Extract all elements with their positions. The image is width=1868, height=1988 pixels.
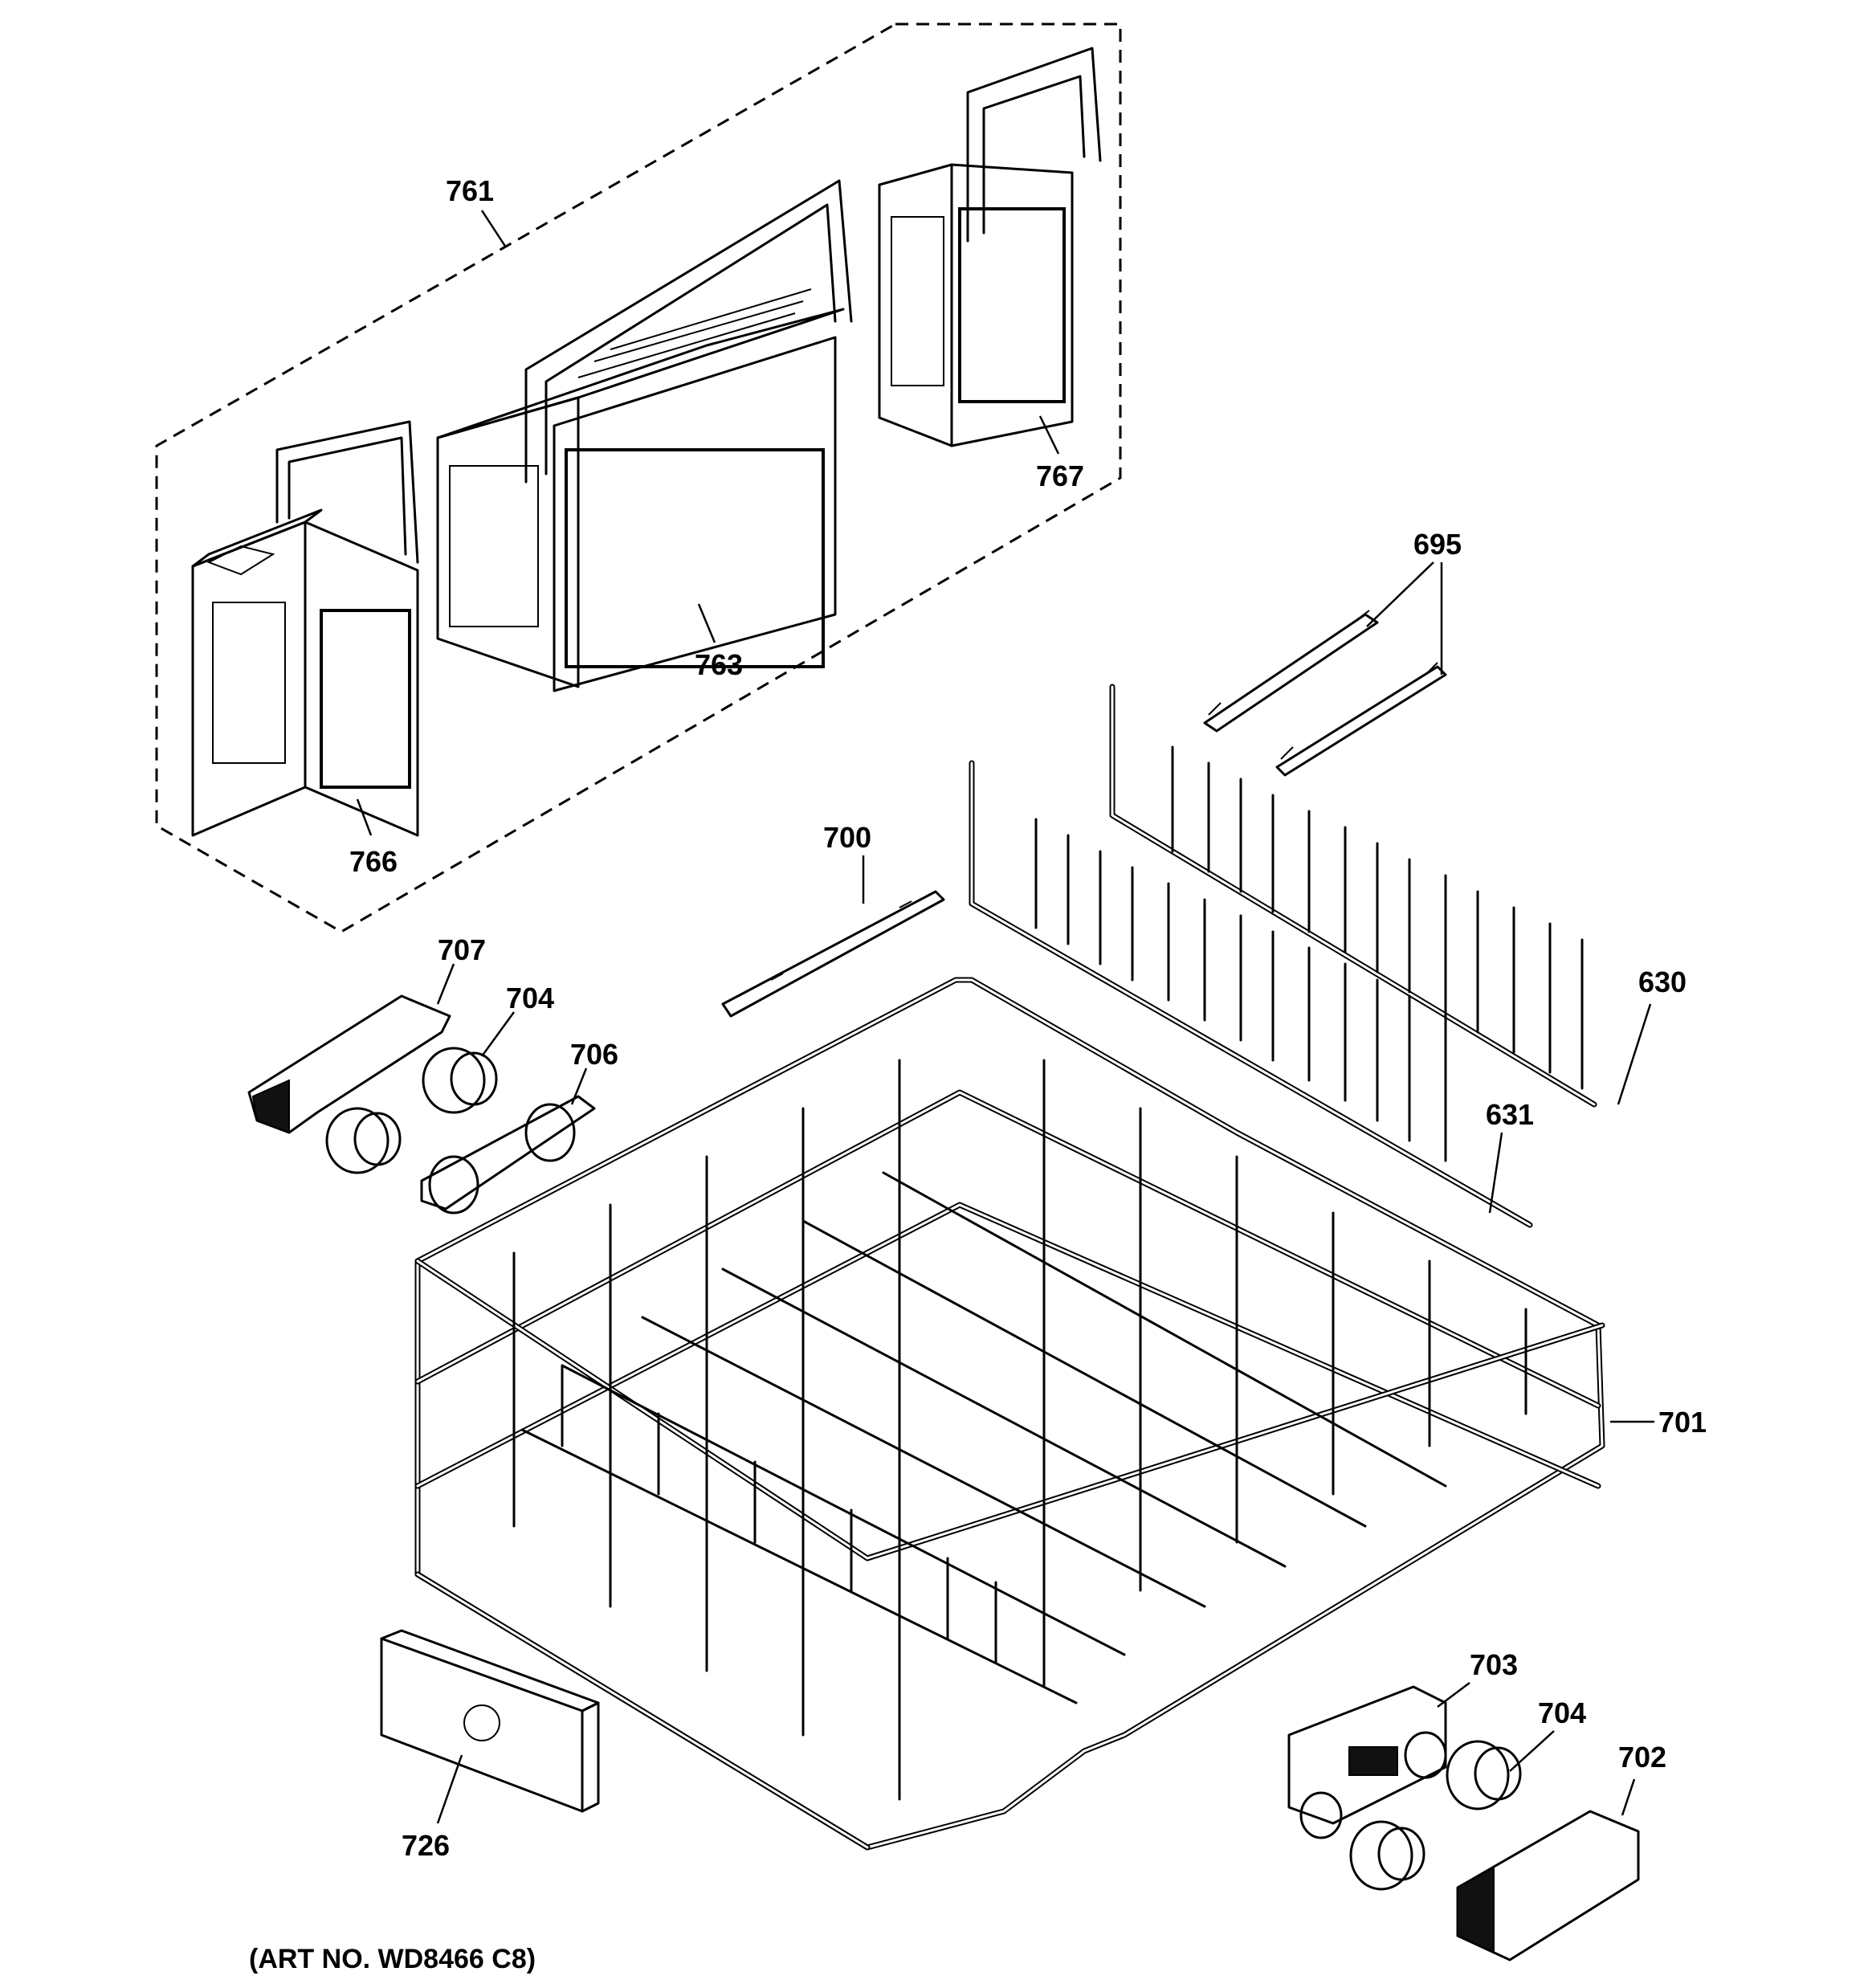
callout-763: 763 [695,648,743,681]
callout-631: 631 [1486,1098,1534,1131]
bracket-700[interactable] [721,890,945,1018]
nameplate-726[interactable] [380,1629,600,1813]
clip-695[interactable] [1203,610,1447,777]
basket-767[interactable] [878,47,1102,447]
basket-763[interactable] [436,179,853,692]
callout-695: 695 [1413,528,1462,561]
tine-row-631[interactable] [969,760,1533,1228]
callout-701: 701 [1658,1406,1707,1439]
callout-704-right: 704 [1538,1696,1586,1729]
callout-700: 700 [823,821,871,854]
callout-761: 761 [446,174,494,207]
basket-766[interactable] [191,420,419,837]
lower-rack-701[interactable] [414,977,1605,1851]
callout-702: 702 [1618,1741,1666,1774]
callout-766: 766 [349,845,398,878]
callout-767: 767 [1036,459,1084,492]
end-cap-702[interactable] [1456,1810,1640,1961]
tine-row-630[interactable] [1109,684,1597,1108]
callout-706: 706 [570,1038,618,1071]
callout-630: 630 [1638,965,1687,998]
art-number: (ART NO. WD8466 C8) [249,1944,536,1974]
callout-707: 707 [438,933,486,966]
callout-703: 703 [1470,1648,1518,1681]
wheel-704-right[interactable] [1349,1740,1522,1891]
wheel-704-left[interactable] [325,1047,498,1174]
roller-assembly-706[interactable] [420,1095,596,1214]
kit-761-boundary [155,22,1122,933]
callout-726: 726 [402,1829,450,1862]
leader-lines [356,210,1654,1824]
callout-704-left: 704 [506,982,554,1014]
roller-assembly-707[interactable] [247,994,451,1134]
roller-assembly-703[interactable] [1287,1685,1447,1839]
